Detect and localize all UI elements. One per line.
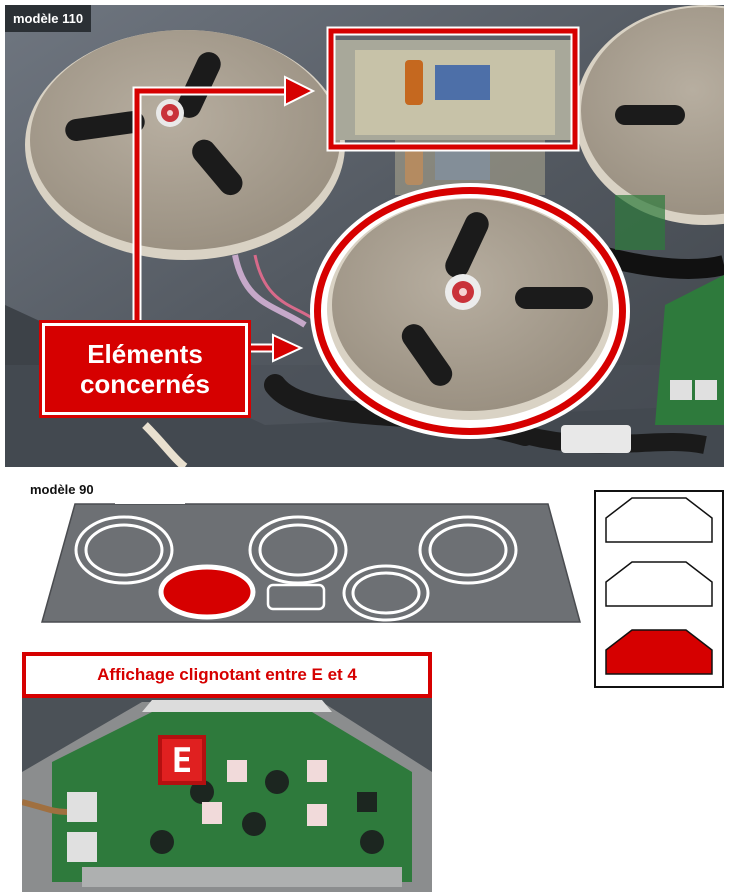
display-digit-e: E	[171, 741, 193, 781]
zone-front-left-highlighted	[158, 564, 256, 620]
control-area	[266, 583, 326, 611]
legend-shape-1	[605, 497, 713, 543]
hob-top-view-diagram	[41, 498, 581, 623]
callout-line-1: Eléments	[87, 339, 203, 369]
hob-internals-illustration	[5, 5, 724, 467]
blinking-display-text: Affichage clignotant entre E et 4	[97, 665, 357, 684]
zone-front-right	[342, 564, 430, 622]
zone-rear-center	[248, 515, 348, 585]
legend-shape-3-highlighted	[605, 629, 713, 675]
zone-legend-shapes	[605, 497, 713, 675]
blinking-display-banner: Affichage clignotant entre E et 4	[22, 652, 432, 698]
zone-legend-box	[594, 490, 724, 688]
blinking-display-banner-inner: Affichage clignotant entre E et 4	[26, 656, 428, 694]
model-110-label: modèle 110	[5, 5, 92, 32]
arrow-to-electronics	[132, 75, 316, 320]
model-90-label: modèle 90	[30, 482, 94, 497]
legend-shape-2	[605, 561, 713, 607]
zone-rear-left	[74, 515, 174, 585]
zone-rear-right	[418, 515, 518, 585]
concerned-elements-callout: Eléments concernés	[42, 323, 248, 415]
callout-line-2: concernés	[79, 369, 211, 399]
photo-model-110: modèle 110	[5, 5, 724, 467]
